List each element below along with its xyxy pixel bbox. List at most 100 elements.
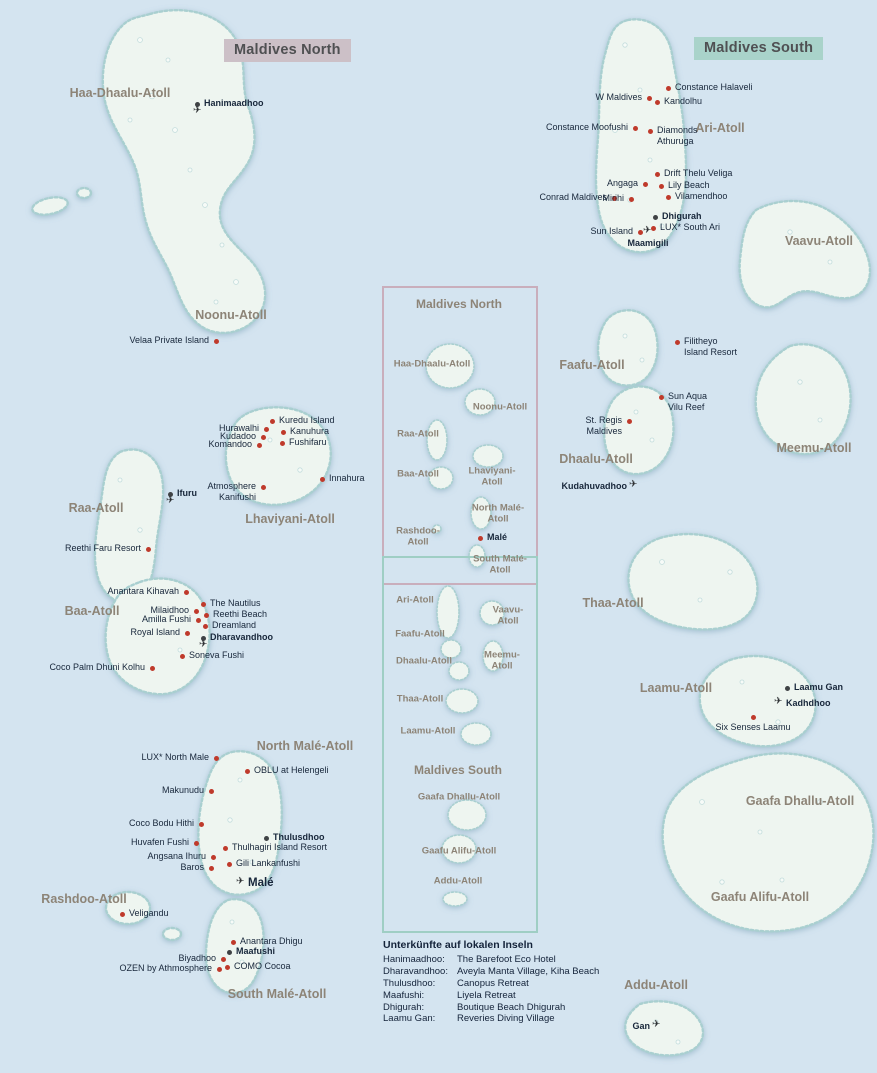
airport-icon: ✈: [629, 479, 638, 490]
atoll-shape-baa: [104, 577, 211, 696]
islet-west-small: [75, 186, 93, 200]
atoll-label-rashdoo-atoll: Rashdoo-Atoll: [41, 892, 127, 906]
marker-label: OBLU at Helengeli: [254, 765, 329, 775]
resort-dot: [665, 194, 671, 200]
resort-dot: [195, 617, 201, 623]
marker-label: Komandoo: [208, 439, 252, 449]
atoll-label-gaafu-alifu-atoll: Gaafu Alifu-Atoll: [710, 890, 810, 904]
atoll-shape-vaavu: [738, 199, 872, 309]
atoll-shape-ari: [594, 18, 688, 254]
inset-label-meemu-atoll: Meemu- Atoll: [484, 649, 520, 671]
resort-dot: [213, 338, 219, 344]
marker-label: St. Regis Maldives: [585, 415, 622, 436]
marker-label: Milaidhoo: [150, 605, 189, 615]
atoll-shape-dhaalu: [602, 385, 675, 476]
resort-dot: [658, 394, 664, 400]
marker-label: Maafushi: [236, 946, 276, 956]
resort-dot: [216, 966, 222, 972]
atoll-shape-haa-dhaalu-noonu: [101, 9, 267, 335]
marker-label: OZEN by Athmosphere: [119, 963, 212, 973]
legend-hotel-name: Liyela Retreat: [457, 989, 516, 1001]
marker-label: Atmosphere Kanifushi: [207, 481, 256, 502]
inset-title-north: Maldives North: [415, 297, 503, 311]
marker-label: Dhigurah: [662, 211, 702, 221]
marker-label: Makunudu: [161, 785, 204, 795]
atoll-label-gaafa-dhallu-atoll: Gaafa Dhallu-Atoll: [745, 794, 855, 808]
atoll-label-laamu-atoll: Laamu-Atoll: [639, 681, 713, 695]
inset-title-south: Maldives South: [413, 763, 503, 777]
resort-dot: [279, 440, 285, 446]
marker-label: Reethi Faru Resort: [64, 543, 141, 553]
marker-label: Veligandu: [129, 908, 169, 918]
marker-label: Drift Thelu Veliga: [664, 168, 733, 178]
resort-dot: [202, 623, 208, 629]
inset-shape-gaafu-alifu: [441, 834, 477, 864]
resort-dot: [654, 171, 660, 177]
legend-row-dhigurah: Dhigurah:Boutique Beach Dhigurah: [383, 1002, 599, 1014]
legend-hotel-name: Boutique Beach Dhigurah: [457, 1001, 566, 1013]
marker-label: Reethi Beach: [213, 609, 268, 619]
airport-icon: ✈: [643, 225, 652, 236]
airport-icon: ✈: [652, 1019, 661, 1030]
inset-label-dhaalu-atoll: Dhaalu-Atoll: [396, 655, 452, 667]
islet-west-long: [31, 196, 69, 216]
atoll-shape-rashdoo: [104, 890, 152, 926]
inset-label-south-mal-atoll: South Malé- Atoll: [473, 553, 527, 575]
inset-label-haa-dhaalu-atoll: Haa-Dhaalu-Atoll: [393, 358, 471, 370]
inset-shape-haa-dhaalu: [425, 343, 475, 389]
marker-label: LUX* North Male: [141, 752, 209, 762]
inset-shape-lhaviyani: [472, 444, 504, 468]
legend-row-dharavandhoo: Dharavandhoo:Aveyla Manta Village, Kiha …: [383, 966, 599, 978]
legend-island-name: Thulusdhoo:: [383, 977, 436, 989]
resort-dot: [632, 125, 638, 131]
marker-label: Gan: [632, 1021, 650, 1031]
marker-label: Diamonds Athuruga: [657, 125, 698, 146]
marker-label: Fushifaru: [289, 437, 327, 447]
marker-label: Soneva Fushi: [189, 650, 245, 660]
resort-dot: [637, 229, 643, 235]
inset-shape-rashdoo: [432, 524, 442, 534]
resort-dot: [193, 840, 199, 846]
marker-label: Anantara Kihavah: [107, 586, 179, 596]
marker-label: Gili Lankanfushi: [236, 858, 301, 868]
resort-dot: [628, 196, 634, 202]
marker-label: Coco Palm Dhuni Kolhu: [49, 662, 145, 672]
marker-label: Kudahuvadhoo: [561, 481, 628, 491]
local-island-dot: [226, 949, 232, 955]
legend-row-laamu-gan: Laamu Gan:Reveries Diving Village: [383, 1013, 599, 1025]
atoll-label-ari-atoll: Ari-Atoll: [695, 121, 745, 135]
resort-dot: [226, 861, 232, 867]
marker-label: Conrad Maldives: [539, 192, 607, 202]
marker-label: Angaga: [606, 178, 638, 188]
marker-label: Maamigili: [627, 238, 669, 248]
marker-label: Velaa Private Island: [129, 335, 209, 345]
legend-row-thulusdhoo: Thulusdhoo:Canopus Retreat: [383, 978, 599, 990]
marker-label: Malé: [487, 532, 508, 542]
marker-label: Ifuru: [177, 488, 197, 498]
resort-dot: [203, 612, 209, 618]
marker-label: Kudadoo: [219, 431, 256, 441]
inset-shape-raa: [426, 419, 448, 461]
inset-shape-gaafa-dhallu: [447, 799, 487, 831]
legend-hotel-name: Reveries Diving Village: [457, 1013, 555, 1025]
marker-label: Thulhagiri Island Resort: [232, 842, 328, 852]
marker-label: Constance Moofushi: [545, 122, 628, 132]
marker-label: Six Senses Laamu: [715, 722, 791, 732]
marker-label: Biyadhoo: [178, 953, 216, 963]
atoll-label-haa-dhaalu-atoll: Haa-Dhaalu-Atoll: [69, 86, 171, 100]
resort-dot: [646, 95, 652, 101]
resort-dot: [179, 653, 185, 659]
resort-dot: [208, 788, 214, 794]
legend-hotel-name: The Barefoot Eco Hotel: [457, 954, 556, 965]
marker-label: Coco Bodu Hithi: [128, 818, 194, 828]
atoll-shape-meemu: [754, 343, 852, 456]
resort-dot: [263, 426, 269, 432]
resort-dot: [256, 442, 262, 448]
legend-island-name: Hanimaadhoo:: [383, 954, 445, 965]
inset-shape-faafu: [440, 639, 462, 659]
marker-label: Laamu Gan: [794, 682, 844, 692]
inset-shape-noonu: [464, 388, 496, 416]
marker-label: Kandolhu: [664, 96, 703, 106]
